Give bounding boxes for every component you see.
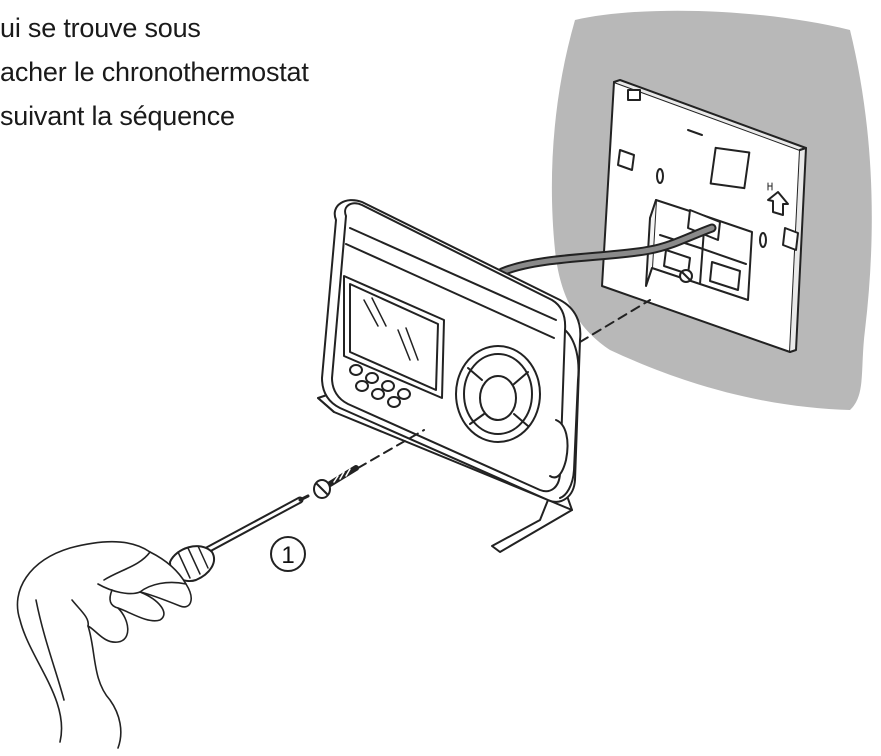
step-callout-number: 1 [281,542,294,569]
arrow-up-icon [767,191,789,216]
wall-plate [601,79,807,353]
thermostat-buttons [349,364,411,408]
step-callout-circle [270,536,306,572]
instruction-line-2: acher le chronothermostat [0,57,309,87]
instruction-line-3: suivant la séquence [0,101,235,131]
screw [313,465,359,499]
step-callout: 1 [270,536,306,572]
hand-with-screwdriver [16,540,192,749]
alignment-line-plate [579,299,651,343]
screwdriver [169,494,310,582]
alignment-line-screw [357,429,425,469]
instruction-line-1: ui se trouve sous [0,13,201,43]
thermostat-device [321,199,582,503]
instruction-text: ui se trouve sous acher le chronothermos… [0,6,309,138]
